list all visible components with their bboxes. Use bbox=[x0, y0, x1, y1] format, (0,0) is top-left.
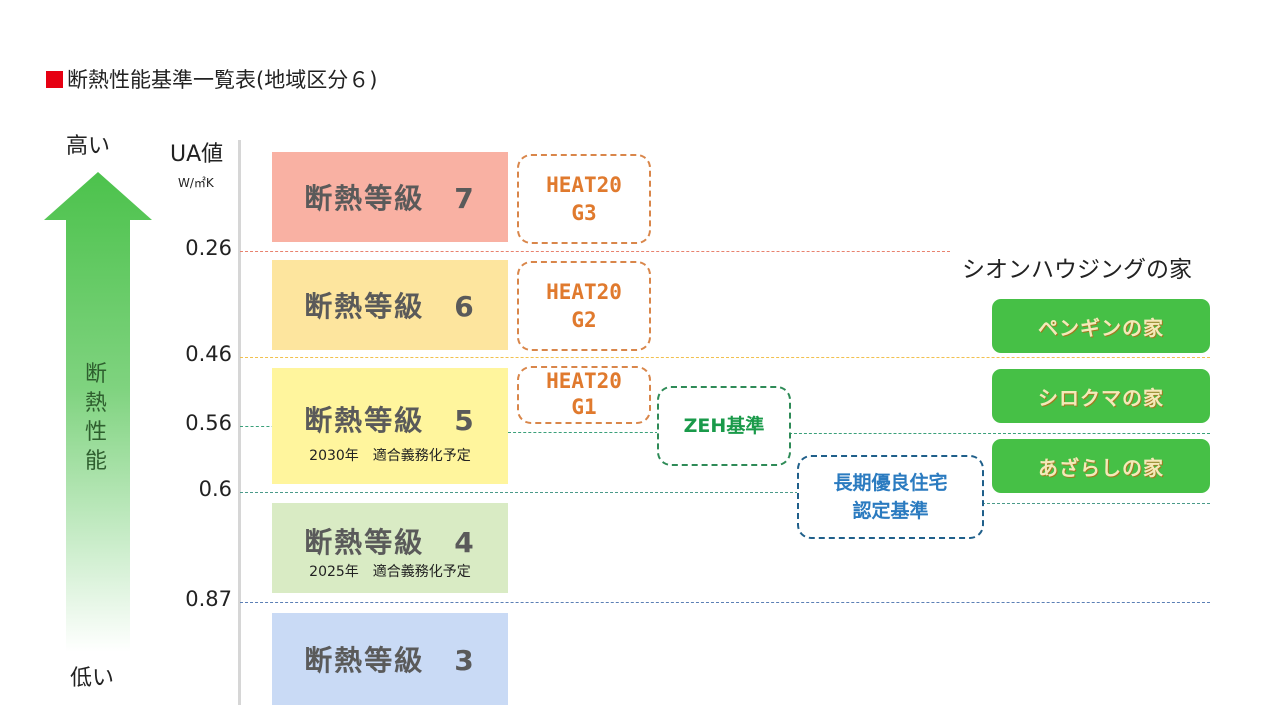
house-azarashi[interactable]: あざらしの家 bbox=[992, 439, 1210, 493]
tick-label: 0.56 bbox=[185, 411, 232, 435]
threshold-line-0.87 bbox=[240, 602, 1210, 603]
threshold-line-0.46 bbox=[240, 357, 1210, 358]
choki-line2: 認定基準 bbox=[852, 500, 929, 522]
threshold-line-0.26 bbox=[240, 251, 950, 252]
zeh-box: ZEH基準 bbox=[657, 386, 791, 466]
threshold-line-0.6-right bbox=[982, 503, 1210, 504]
shion-housing-title: シオンハウジングの家 bbox=[962, 257, 1192, 283]
threshold-line-0.56-mid bbox=[508, 432, 658, 433]
heat20-g1-line2: G1 bbox=[571, 395, 597, 419]
threshold-line-0.6 bbox=[240, 492, 798, 493]
low-label: 低い bbox=[70, 666, 115, 691]
grade-7-block: 断熱等級 7 bbox=[272, 152, 508, 242]
heat20-g2-line2: G2 bbox=[571, 308, 597, 332]
tick-label: 0.6 bbox=[198, 477, 232, 501]
heat20-g1-line1: HEAT20 bbox=[546, 369, 622, 393]
ua-axis-title: UA値 bbox=[170, 142, 224, 167]
grade-note: 2030年 適合義務化予定 bbox=[309, 448, 471, 464]
house-shirokuma[interactable]: シロクマの家 bbox=[992, 369, 1210, 423]
grade-5-block: 断熱等級 5 2030年 適合義務化予定 bbox=[272, 368, 508, 484]
ua-axis-unit: W/㎡K bbox=[178, 176, 214, 190]
grade-note: 2025年 適合義務化予定 bbox=[309, 564, 471, 580]
grade-name: 断熱等級 3 bbox=[304, 644, 476, 677]
house-label: ペンギンの家 bbox=[1038, 315, 1164, 340]
threshold-line-0.56 bbox=[240, 426, 280, 427]
grade-3-block: 断熱等級 3 bbox=[272, 613, 508, 705]
heat20-g1-box: HEAT20 G1 bbox=[517, 366, 651, 424]
grade-4-block: 断熱等級 4 2025年 適合義務化予定 bbox=[272, 503, 508, 593]
page-title-text: 断熱性能基準一覧表(地域区分６) bbox=[67, 68, 378, 92]
grade-name: 断熱等級 4 bbox=[304, 526, 476, 559]
grade-name: 断熱等級 6 bbox=[304, 290, 476, 323]
title-marker-icon bbox=[46, 70, 63, 88]
house-label: あざらしの家 bbox=[1038, 455, 1164, 480]
grade-name: 断熱等級 5 bbox=[304, 404, 476, 437]
tick-label: 0.46 bbox=[185, 342, 232, 366]
zeh-label: ZEH基準 bbox=[683, 415, 765, 437]
heat20-g2-line1: HEAT20 bbox=[546, 280, 622, 304]
ua-axis-line bbox=[238, 140, 241, 705]
choki-yuryo-box: 長期優良住宅 認定基準 bbox=[797, 455, 984, 539]
house-label: シロクマの家 bbox=[1038, 385, 1164, 410]
grade-name: 断熱等級 7 bbox=[304, 182, 476, 215]
heat20-g2-box: HEAT20 G2 bbox=[517, 261, 651, 351]
choki-line1: 長期優良住宅 bbox=[833, 472, 948, 494]
high-label: 高い bbox=[66, 134, 111, 159]
heat20-g3-line2: G3 bbox=[571, 201, 597, 225]
heat20-g3-line1: HEAT20 bbox=[546, 173, 622, 197]
grade-6-block: 断熱等級 6 bbox=[272, 260, 508, 350]
arrow-up-icon bbox=[44, 172, 152, 652]
tick-label: 0.87 bbox=[185, 587, 232, 611]
heat20-g3-box: HEAT20 G3 bbox=[517, 154, 651, 244]
page-title: 断熱性能基準一覧表(地域区分６) bbox=[46, 64, 377, 94]
house-penguin[interactable]: ペンギンの家 bbox=[992, 299, 1210, 353]
tick-label: 0.26 bbox=[185, 236, 232, 260]
arrow-label: 断熱性能 bbox=[84, 362, 107, 474]
threshold-line-0.56-right bbox=[789, 433, 1210, 434]
